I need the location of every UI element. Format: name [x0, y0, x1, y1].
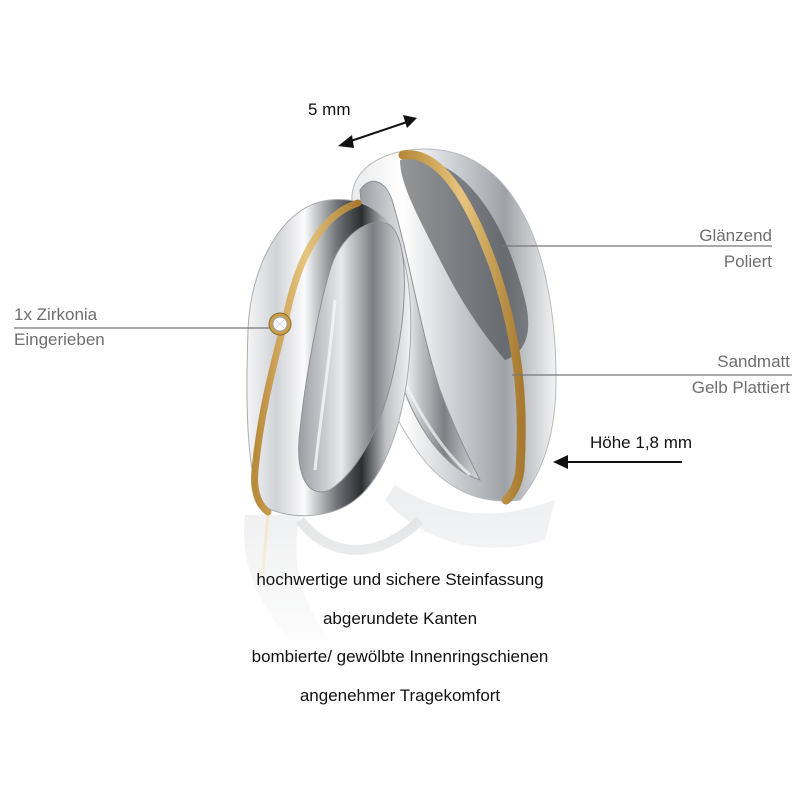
- left-ring: [246, 199, 412, 517]
- eingerieben-label: Eingerieben: [14, 330, 105, 349]
- zirconia-stone-icon: [268, 312, 292, 336]
- feature-item: abgerundete Kanten: [322, 608, 478, 628]
- feature-list: hochwertige und sichere Steinfassung abg…: [0, 567, 800, 721]
- feature-item: bombierte/ gewölbte Innenringschienen: [251, 647, 549, 666]
- sandmatt-label: Sandmatt: [717, 352, 790, 371]
- double-arrow-icon: [338, 115, 417, 148]
- feature-item: angenehmer Tragekomfort: [299, 685, 501, 705]
- left-arrow-icon: [553, 455, 682, 469]
- width-dimension-label: 5 mm: [308, 100, 351, 119]
- glaenzend-label: Glänzend: [699, 226, 772, 245]
- height-dimension-label: Höhe 1,8 mm: [590, 433, 693, 452]
- gelb-plattiert-label: Gelb Plattiert: [691, 378, 790, 397]
- feature-item: hochwertige und sichere Steinfassung: [256, 570, 544, 589]
- zirkonia-label: 1x Zirkonia: [14, 305, 98, 324]
- poliert-label: Poliert: [723, 252, 772, 271]
